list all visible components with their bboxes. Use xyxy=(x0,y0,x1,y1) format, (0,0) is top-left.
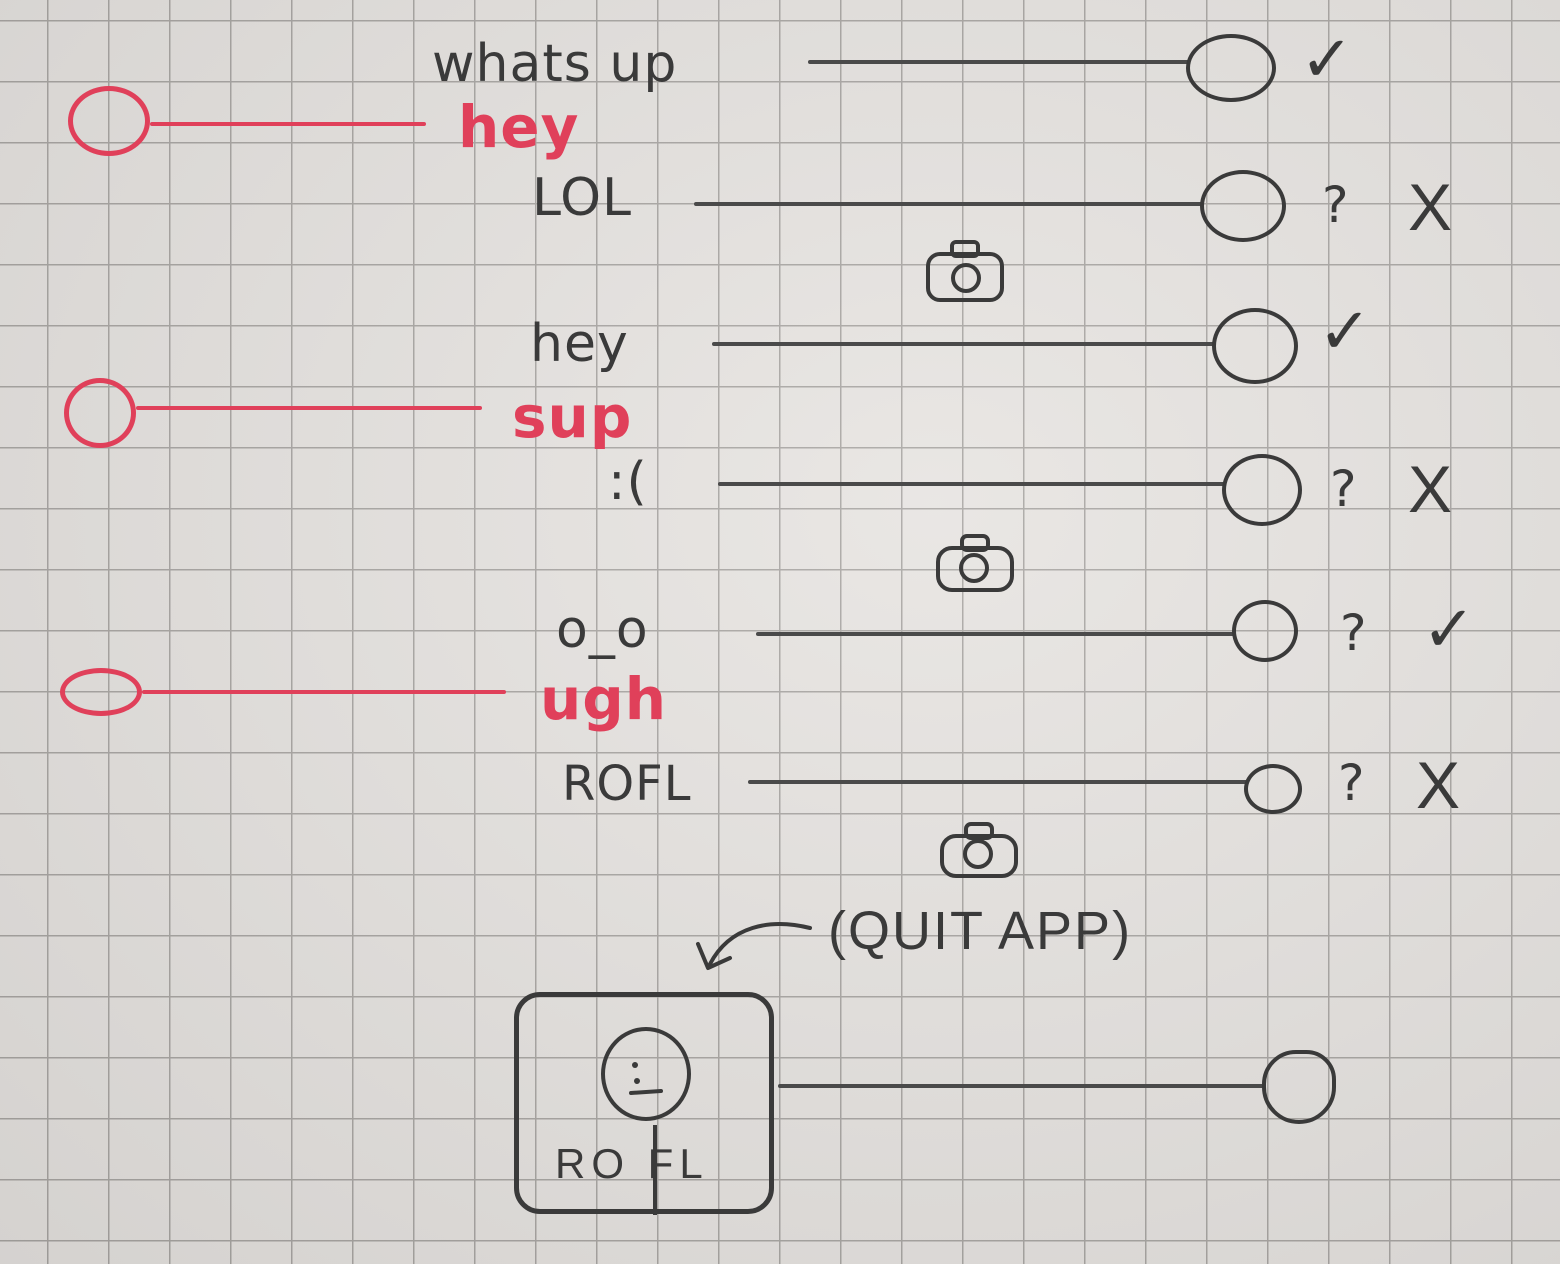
camera-icon[interactable] xyxy=(938,816,1022,882)
message-text: LOL xyxy=(532,168,633,228)
camera-icon[interactable] xyxy=(934,530,1018,596)
question-icon: ? xyxy=(1340,604,1367,662)
message-text: ugh xyxy=(540,665,668,733)
message-connector xyxy=(756,632,1236,636)
message-connector xyxy=(748,780,1248,784)
x-icon: X xyxy=(1408,452,1453,526)
message-node[interactable] xyxy=(1262,1050,1336,1124)
message-node[interactable] xyxy=(1200,170,1286,242)
check-icon: ✓ xyxy=(1300,23,1354,97)
x-icon: X xyxy=(1416,748,1461,822)
question-icon: ? xyxy=(1322,176,1349,234)
message-node[interactable] xyxy=(60,668,142,716)
message-connector xyxy=(136,406,482,410)
message-text: ROFL xyxy=(562,756,692,812)
message-node[interactable] xyxy=(1222,454,1302,526)
question-icon: ? xyxy=(1338,754,1365,812)
message-text: whats up xyxy=(432,34,678,94)
message-connector xyxy=(808,60,1190,64)
message-node[interactable] xyxy=(1232,600,1298,662)
question-icon: ? xyxy=(1330,460,1357,518)
avatar xyxy=(601,1027,691,1121)
message-node[interactable] xyxy=(64,378,136,448)
x-icon: X xyxy=(1408,170,1453,244)
message-node[interactable] xyxy=(1244,764,1302,814)
message-text: sup xyxy=(512,383,633,451)
message-connector xyxy=(694,202,1204,206)
message-text: hey xyxy=(458,93,580,161)
card-divider xyxy=(653,1125,657,1215)
check-icon: ✓ xyxy=(1422,593,1476,667)
curved-arrow-icon xyxy=(696,922,812,970)
minimized-chat-widget[interactable]: RO FL xyxy=(514,992,774,1215)
message-node[interactable] xyxy=(1186,34,1276,102)
camera-icon[interactable] xyxy=(924,236,1008,306)
message-text: :( xyxy=(608,452,648,512)
message-node[interactable] xyxy=(1212,308,1298,384)
widget-label: RO FL xyxy=(555,1140,709,1187)
quit-app-annotation: (QUIT APP) xyxy=(828,901,1133,961)
message-connector xyxy=(142,690,506,694)
message-text: o_o xyxy=(556,600,649,660)
message-node[interactable] xyxy=(68,86,150,156)
neutral-face-icon xyxy=(629,1062,663,1095)
message-connector xyxy=(778,1084,1266,1088)
message-connector xyxy=(712,342,1216,346)
message-connector xyxy=(150,122,426,126)
message-text: hey xyxy=(530,314,629,374)
message-connector xyxy=(718,482,1226,486)
check-icon: ✓ xyxy=(1318,295,1372,369)
